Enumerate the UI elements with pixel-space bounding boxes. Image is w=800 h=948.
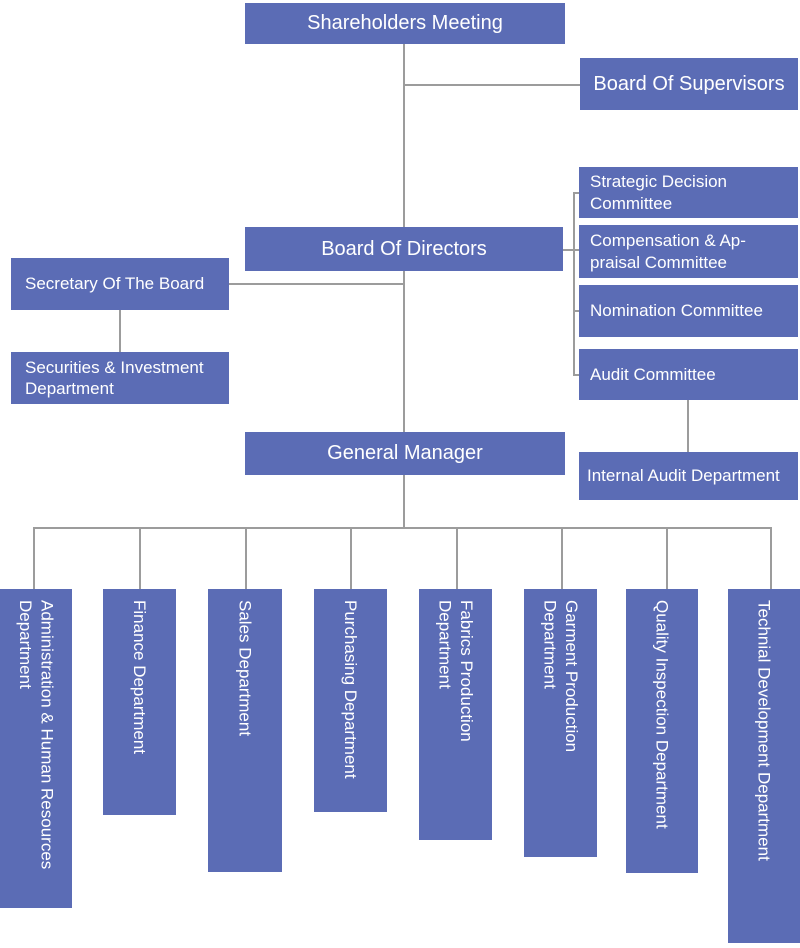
node-board-of-directors: Board Of Directors xyxy=(245,227,563,271)
quality-inspection-department-label: Quality Inspection Department xyxy=(652,600,672,829)
sales-department-label: Sales Department xyxy=(235,600,255,737)
purchasing-department-label: Purchasing Department xyxy=(341,600,361,779)
connector-branch-quality xyxy=(666,527,668,589)
node-finance-department: Finance Department xyxy=(103,589,176,815)
connector-departments-rail xyxy=(33,527,772,529)
connector-secretary xyxy=(229,283,404,285)
node-quality-inspection-department: Quality Inspection Department xyxy=(626,589,698,873)
node-fabrics-production-department: Fabrics Production Department xyxy=(419,589,492,840)
admin-hr-department-label: Administration & Human Resources Departm… xyxy=(16,600,57,870)
node-purchasing-department: Purchasing Department xyxy=(314,589,387,812)
node-admin-hr-department: Administration & Human Resources Departm… xyxy=(0,589,72,908)
connector-branch-technical xyxy=(770,527,772,589)
node-audit-committee: Audit Committee xyxy=(579,349,798,400)
garment-production-department-label: Garment Production Department xyxy=(540,600,581,753)
node-board-of-supervisors: Board Of Supervisors xyxy=(580,58,798,110)
connector-stub-nomination xyxy=(573,310,580,312)
node-strategic-decision-committee: Strategic Decision Committee xyxy=(579,167,798,218)
node-shareholders-meeting: Shareholders Meeting xyxy=(245,3,565,44)
node-sales-department: Sales Department xyxy=(208,589,282,872)
connector-audit-internal-audit xyxy=(687,400,689,452)
finance-department-label: Finance Department xyxy=(130,600,150,755)
node-garment-production-department: Garment Production Department xyxy=(524,589,597,857)
connector-branch-garment xyxy=(561,527,563,589)
node-internal-audit-department: Internal Audit Department xyxy=(579,452,798,500)
connector-branch-admin-hr xyxy=(33,527,35,589)
connector-secretary-securities xyxy=(119,310,121,352)
connector-bod-committees xyxy=(563,249,580,251)
connector-branch-fabrics xyxy=(456,527,458,589)
connector-branch-finance xyxy=(139,527,141,589)
node-compensation-appraisal-committee: Compensation & Ap- praisal Committee xyxy=(579,225,798,278)
connector-stub-strategic xyxy=(573,192,580,194)
connector-branch-sales xyxy=(245,527,247,589)
connector-board-of-supervisors xyxy=(404,84,580,86)
connector-main-trunk xyxy=(403,43,405,528)
connector-branch-purchasing xyxy=(350,527,352,589)
connector-committee-spine xyxy=(573,192,575,376)
connector-stub-audit xyxy=(573,374,580,376)
node-general-manager: General Manager xyxy=(245,432,565,475)
node-secretary-of-the-board: Secretary Of The Board xyxy=(11,258,229,310)
fabrics-production-department-label: Fabrics Production Department xyxy=(435,600,476,742)
node-technical-development-department: Technial Development Department xyxy=(728,589,800,943)
node-nomination-committee: Nomination Committee xyxy=(579,285,798,337)
node-securities-investment-department: Securities & Investment Department xyxy=(11,352,229,404)
technical-development-department-label: Technial Development Department xyxy=(754,600,774,861)
